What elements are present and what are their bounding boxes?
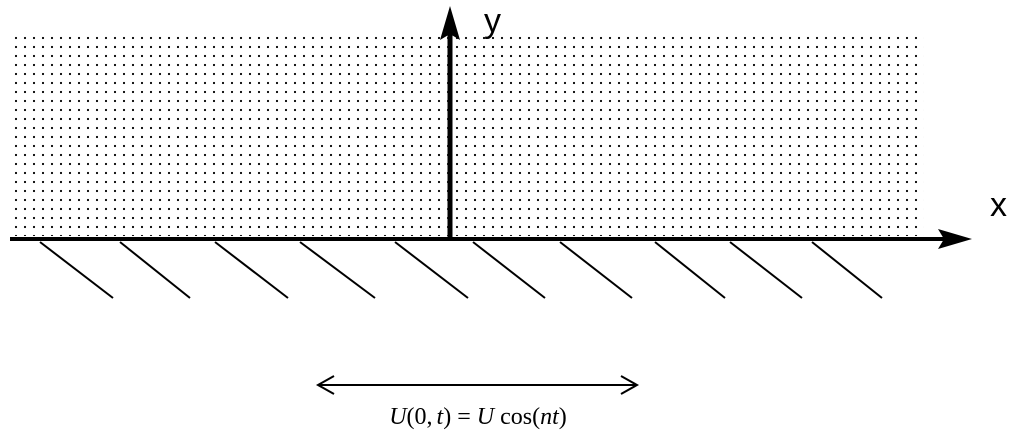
formula-equals: =	[457, 404, 471, 430]
hatch-line	[654, 241, 726, 299]
wall-hatching	[39, 241, 883, 299]
formula-U-amplitude: U	[477, 404, 496, 430]
formula-paren-close: )	[443, 404, 451, 430]
hatch-line	[729, 241, 803, 299]
formula-zero: 0	[415, 404, 427, 430]
formula-paren-open: (	[407, 404, 415, 430]
formula-cos: cos	[500, 404, 532, 430]
hatch-line	[214, 241, 289, 299]
right-arrowhead	[620, 375, 640, 395]
hatch-line	[811, 241, 883, 299]
x-axis	[10, 229, 972, 249]
x-axis-arrowhead	[938, 229, 972, 249]
y-axis-label: y	[484, 2, 501, 40]
hatch-line	[299, 241, 376, 299]
hatch-line	[394, 241, 469, 299]
hatch-line	[559, 241, 633, 299]
hatch-line	[39, 241, 114, 299]
formula-t: t	[437, 404, 445, 430]
left-arrowhead	[315, 375, 335, 395]
hatch-line	[119, 241, 191, 299]
fluid-region	[14, 36, 924, 236]
x-axis-label: x	[990, 186, 1007, 224]
formula-comma: ,	[427, 404, 433, 430]
formula-paren-open-2: (	[532, 404, 540, 430]
y-axis	[440, 6, 460, 239]
y-axis-arrowhead	[440, 6, 460, 40]
oscillation-double-arrow	[315, 375, 640, 395]
formula-U: U	[389, 404, 408, 430]
formula-n: n	[540, 404, 552, 430]
formula-t-2: t	[552, 404, 560, 430]
formula-paren-close-2: )	[559, 404, 567, 430]
hatch-line	[472, 241, 546, 299]
